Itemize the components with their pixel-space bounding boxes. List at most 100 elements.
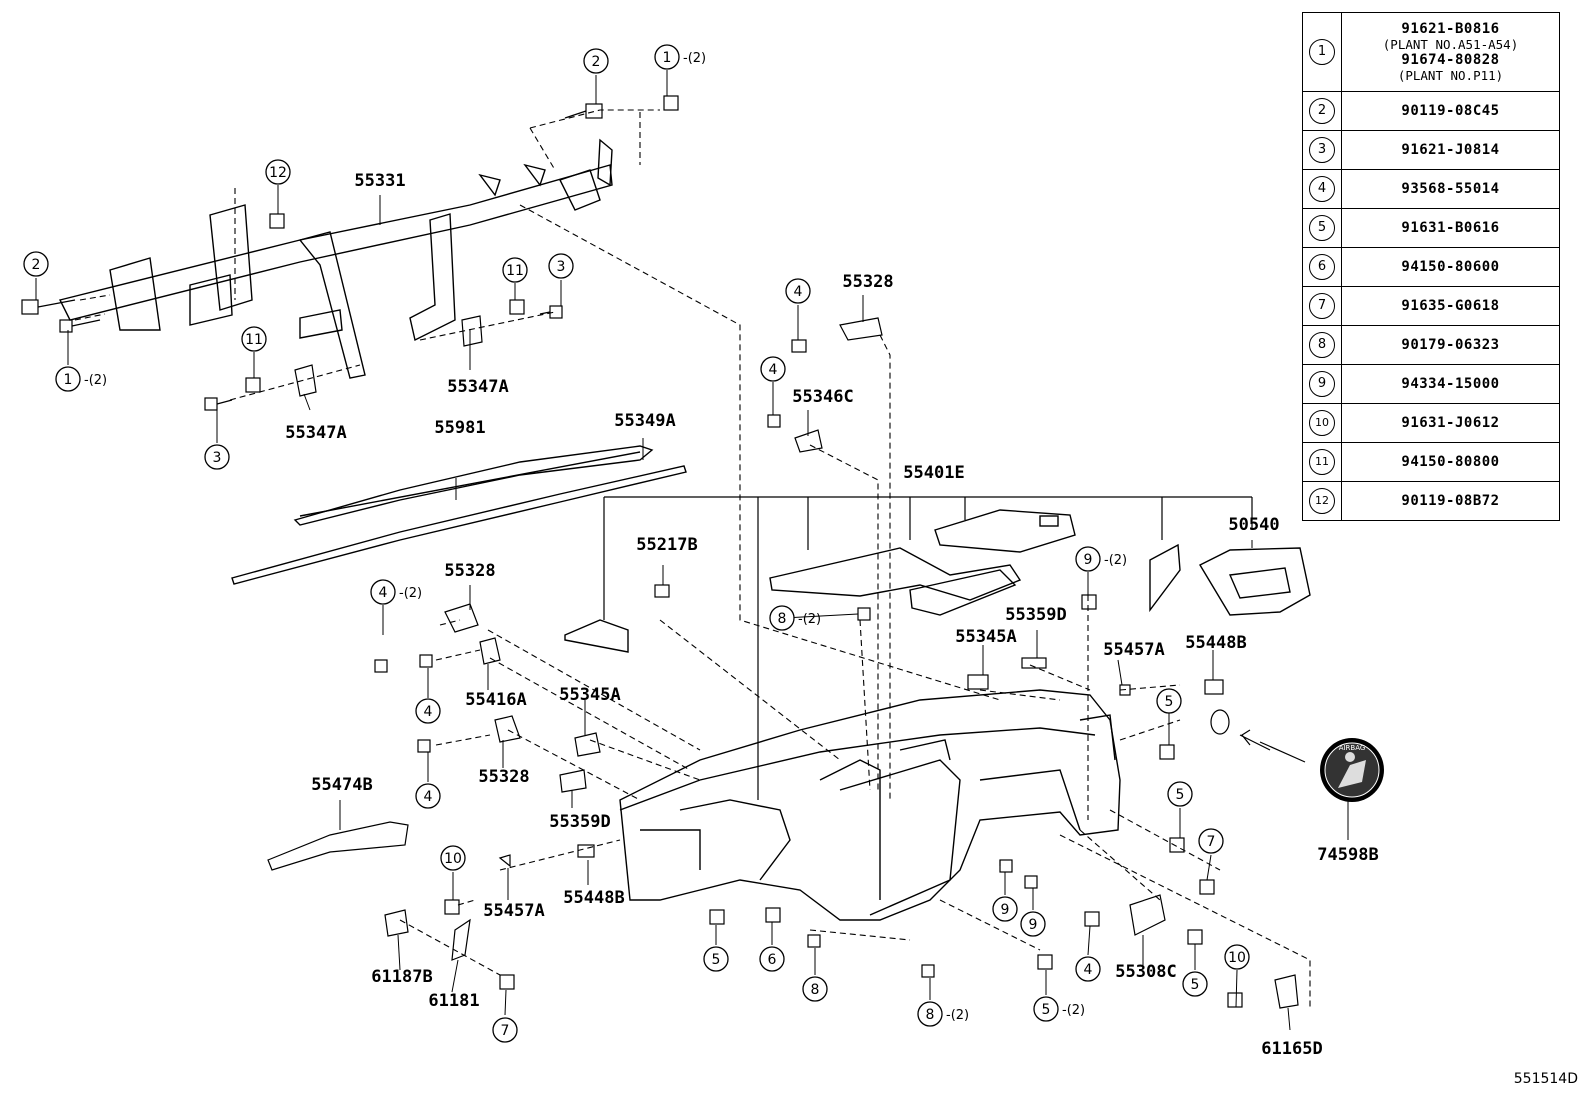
legend-part-number: 94334-15000: [1401, 375, 1500, 392]
legend-callout: 7: [1309, 293, 1335, 319]
callout-number: 3: [557, 259, 566, 275]
legend-callout: 6: [1309, 254, 1335, 280]
legend-part-number: 91631-J0612: [1401, 414, 1500, 431]
callouts: 2 1 12 2 1 11 3 11 3 4 4 9 8 4 4 4 5 5 7…: [23, 44, 1250, 1043]
callout-number: 5: [712, 952, 721, 968]
fasteners-bar: [21, 95, 679, 411]
quantity-note: -(2): [683, 51, 706, 66]
legend-number-cell: 3: [1302, 130, 1342, 170]
legend-plant-note: (PLANT NO.P11): [1397, 68, 1504, 83]
legend-number-cell: 2: [1302, 91, 1342, 131]
legend-part-number: 91674-80828: [1401, 52, 1500, 68]
clips-nuts: [267, 317, 1306, 1009]
legend-callout: 3: [1309, 137, 1335, 163]
part-label: 55217B: [636, 535, 697, 555]
legend-row: 8 90179-06323: [1302, 325, 1560, 365]
guide-lines-main: [399, 334, 1311, 1010]
instrument-panel: [619, 689, 1121, 921]
legend-part-number: 90179-06323: [1401, 336, 1500, 353]
legend-part-number: 91621-B0816: [1401, 21, 1500, 37]
callout-number: 8: [926, 1007, 935, 1023]
part-label: 50540: [1228, 515, 1279, 535]
legend-callout: 11: [1309, 449, 1335, 475]
legend-part-cell: 90119-08B72: [1341, 481, 1560, 521]
callout-number: 7: [501, 1023, 510, 1039]
guide-lines-upper: [74, 109, 1001, 701]
legend-row: 2 90119-08C45: [1302, 91, 1560, 131]
legend-number-cell: 6: [1302, 247, 1342, 287]
callout-number: 4: [379, 585, 388, 601]
callout-number: 4: [1084, 962, 1093, 978]
part-label: 74598B: [1317, 845, 1378, 865]
legend-number-cell: 12: [1302, 481, 1342, 521]
part-label: 55448B: [1185, 633, 1246, 653]
part-labels: 55331 55347A 55347A 55981 55349A 55328 5…: [285, 171, 1378, 1059]
legend-number-cell: 7: [1302, 286, 1342, 326]
legend-part-number: 90119-08C45: [1401, 102, 1500, 119]
legend-part-cell: 90179-06323: [1341, 325, 1560, 365]
silencer-pads: [564, 509, 1311, 653]
part-label: 55345A: [955, 627, 1016, 647]
legend-part-cell: 94150-80800: [1341, 442, 1560, 482]
callout-number: 7: [1207, 834, 1216, 850]
legend-part-cell: 91631-J0612: [1341, 403, 1560, 443]
legend-number-cell: 10: [1302, 403, 1342, 443]
legend-part-number: 91621-J0814: [1401, 141, 1500, 158]
part-label: 55349A: [614, 411, 675, 431]
legend-row: 11 94150-80800: [1302, 442, 1560, 482]
legend-part-cell: 94150-80600: [1341, 247, 1560, 287]
quantity-note: -(2): [798, 612, 821, 627]
legend-part-cell: 91621-B0816(PLANT NO.A51-A54)91674-80828…: [1341, 12, 1560, 92]
callout-number: 2: [592, 54, 601, 70]
part-label: 55328: [842, 272, 893, 292]
legend-number-cell: 4: [1302, 169, 1342, 209]
reinforcement-bar: [58, 138, 613, 379]
legend-plant-note: (PLANT NO.A51-A54): [1382, 37, 1519, 52]
set-bracket-55401E: [603, 496, 1253, 800]
legend-row: 3 91621-J0814: [1302, 130, 1560, 170]
windshield-moulding: [231, 445, 687, 585]
callout-number: 5: [1042, 1002, 1051, 1018]
part-label: 55346C: [792, 387, 853, 407]
part-label: 55347A: [447, 377, 508, 397]
legend-part-number: 94150-80800: [1401, 453, 1500, 470]
callout-number: 2: [32, 257, 41, 273]
callout-number: 5: [1176, 787, 1185, 803]
callout-number: 8: [811, 982, 820, 998]
callout-number: 5: [1191, 977, 1200, 993]
part-label: 61165D: [1261, 1039, 1322, 1059]
part-label: 55331: [354, 171, 405, 191]
legend-part-cell: 94334-15000: [1341, 364, 1560, 404]
legend-part-cell: 90119-08C45: [1341, 91, 1560, 131]
part-label: 55416A: [465, 690, 526, 710]
quantity-note: -(2): [946, 1008, 969, 1023]
part-label: 55359D: [549, 812, 610, 832]
legend-number-cell: 5: [1302, 208, 1342, 248]
part-label: 61187B: [371, 967, 432, 987]
callout-number: 9: [1084, 552, 1093, 568]
legend-part-cell: 91621-J0814: [1341, 130, 1560, 170]
legend-part-number: 90119-08B72: [1401, 492, 1500, 509]
part-label: 55981: [434, 418, 485, 438]
legend-row: 12 90119-08B72: [1302, 481, 1560, 521]
callout-number: 3: [213, 450, 222, 466]
airbag-text: AIRBAG: [1339, 744, 1366, 752]
airbag-label-icon: AIRBAG: [1320, 738, 1384, 802]
callout-number: 11: [506, 263, 524, 279]
callout-number: 8: [778, 611, 787, 627]
legend-number-cell: 9: [1302, 364, 1342, 404]
callout-number: 4: [424, 704, 433, 720]
leader-lines: [35, 70, 1349, 1031]
legend-callout: 8: [1309, 332, 1335, 358]
quantity-note: -(2): [399, 586, 422, 601]
drawing-id: 551514D: [1513, 1071, 1578, 1087]
legend-row: 10 91631-J0612: [1302, 403, 1560, 443]
callout-number: 1: [64, 372, 73, 388]
callout-number: 10: [1228, 950, 1246, 966]
part-label: 55359D: [1005, 605, 1066, 625]
legend-callout: 1: [1309, 39, 1335, 65]
